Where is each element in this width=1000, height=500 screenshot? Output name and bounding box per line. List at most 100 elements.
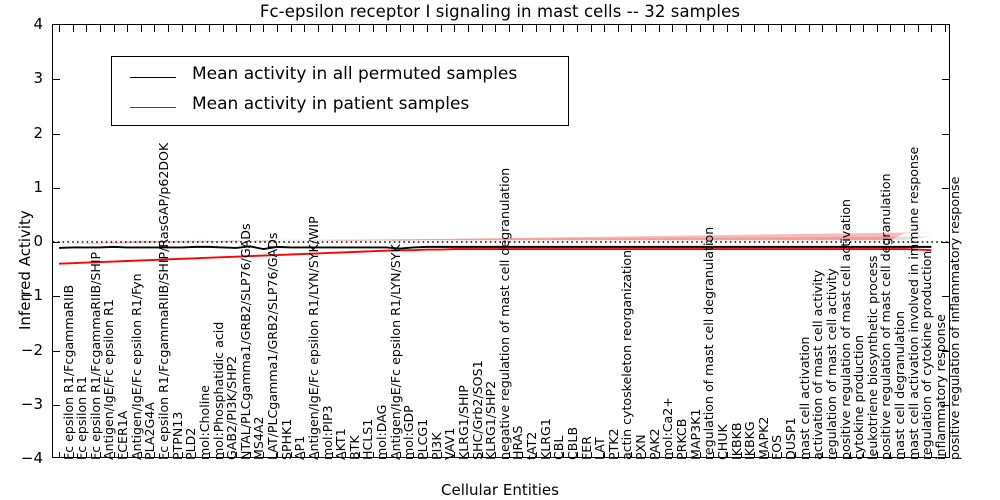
y-tick-mark [53, 296, 60, 298]
x-tick-mark [495, 452, 497, 457]
x-tick-mark [181, 452, 183, 457]
x-tick-mark [154, 452, 156, 457]
y-tick-label: 1 [33, 177, 43, 196]
chart-data-svg [53, 232, 949, 265]
x-tick-mark [358, 452, 360, 457]
x-tick-label: cytokine production [851, 334, 867, 460]
x-tick-mark [945, 25, 946, 32]
x-tick-mark [454, 25, 456, 32]
x-axis-label: Cellular Entities [441, 481, 559, 499]
legend-swatch-patient [130, 107, 176, 108]
x-tick-mark [168, 452, 170, 457]
x-tick-mark [754, 452, 756, 457]
x-tick-mark [576, 452, 578, 457]
x-tick-mark [99, 452, 101, 457]
x-tick-mark [536, 25, 538, 32]
x-tick-mark [795, 452, 797, 457]
x-tick-mark [686, 25, 687, 32]
x-tick-mark [154, 25, 156, 32]
x-tick-mark [304, 25, 306, 32]
legend-entry-patient: Mean activity in patient samples [112, 93, 568, 123]
x-tick-mark [904, 452, 906, 457]
x-tick-mark [686, 452, 687, 457]
y-tick-label: 0 [33, 232, 43, 250]
x-tick-mark [263, 452, 265, 457]
x-tick-mark [945, 452, 946, 457]
y-tick-mark [942, 79, 949, 81]
x-tick-label: mol:Choline [196, 385, 212, 460]
x-tick-label: LAT [592, 437, 608, 460]
x-tick-label: PXN [633, 434, 649, 460]
x-tick-mark [876, 25, 878, 32]
x-tick-label: FCER1A [115, 410, 131, 460]
y-tick-label: 3 [33, 69, 43, 88]
x-tick-label: VAV1 [442, 427, 458, 460]
x-tick-mark [413, 25, 415, 32]
x-tick-mark [317, 452, 319, 457]
x-tick-mark [645, 452, 647, 457]
x-tick-mark [590, 25, 592, 32]
x-tick-label: negative regulation of mast cell degranu… [496, 167, 512, 460]
x-tick-mark [917, 25, 919, 32]
x-tick-mark [699, 25, 701, 32]
x-tick-mark [222, 25, 224, 32]
x-tick-mark [549, 25, 551, 32]
x-tick-mark [263, 25, 265, 32]
x-tick-mark [113, 452, 115, 457]
y-tick-label: −4 [20, 449, 43, 467]
x-tick-mark [140, 25, 142, 32]
y-tick-mark [53, 79, 60, 81]
x-tick-mark [890, 25, 892, 32]
x-tick-mark [604, 25, 606, 32]
x-tick-mark [481, 452, 483, 457]
x-tick-label: regulation of mast cell activity [823, 268, 839, 460]
x-tick-label: inflammatory response [932, 314, 948, 460]
x-tick-mark [331, 25, 333, 32]
x-tick-mark [440, 452, 442, 457]
x-tick-mark [904, 25, 906, 32]
x-tick-label: CHUK [714, 424, 730, 460]
legend-label-patient: Mean activity in patient samples [192, 94, 470, 114]
x-tick-label: LAT/PLCgamma1/GRB2/SLP76/GADs [265, 232, 281, 460]
x-tick-label: Antigen/IgE/Fc epsilon R1/LYN/SYK/WIP [305, 216, 321, 460]
y-tick-mark [942, 404, 949, 406]
x-tick-mark [372, 452, 374, 457]
x-tick-mark [849, 452, 851, 457]
y-tick-label: 2 [33, 123, 43, 142]
y-tick-mark [53, 187, 60, 189]
x-tick-label: Fc epsilon R1/FcgammaRIIB/SHIP/RasGAP/p6… [156, 142, 171, 460]
legend-label-permuted: Mean activity in all permuted samples [192, 64, 518, 84]
x-tick-mark [835, 25, 837, 32]
x-tick-mark [672, 25, 674, 32]
permuted-mean-line [58, 245, 932, 251]
x-tick-mark [604, 452, 606, 457]
x-tick-mark [822, 452, 824, 457]
x-tick-mark [549, 452, 551, 457]
x-tick-mark [249, 25, 251, 32]
x-tick-mark [876, 452, 878, 457]
chart-legend: Mean activity in all permuted samples Me… [111, 56, 569, 126]
x-tick-label: positive regulation of inflammatory resp… [946, 176, 962, 460]
x-tick-mark [740, 452, 742, 457]
x-tick-mark [386, 25, 388, 32]
x-tick-mark [72, 452, 74, 457]
x-tick-mark [808, 452, 810, 457]
x-tick-label: PRKCB [673, 418, 689, 460]
x-tick-mark [317, 25, 319, 32]
x-tick-label: activation of mast cell activity [810, 269, 826, 460]
x-tick-mark [345, 25, 347, 32]
x-tick-mark [699, 452, 701, 457]
x-tick-mark [495, 25, 497, 32]
x-tick-mark [208, 25, 210, 32]
x-tick-mark [168, 25, 170, 32]
x-tick-mark [181, 25, 183, 32]
x-tick-mark [481, 25, 483, 32]
patient-confidence-band [59, 232, 932, 245]
x-tick-mark [454, 452, 456, 457]
y-tick-mark [942, 296, 949, 298]
x-tick-mark [331, 452, 333, 457]
y-axis-label: Inferred Activity [16, 210, 34, 330]
y-tick-mark [53, 242, 60, 243]
x-tick-mark [72, 25, 74, 32]
x-tick-mark [822, 25, 824, 32]
